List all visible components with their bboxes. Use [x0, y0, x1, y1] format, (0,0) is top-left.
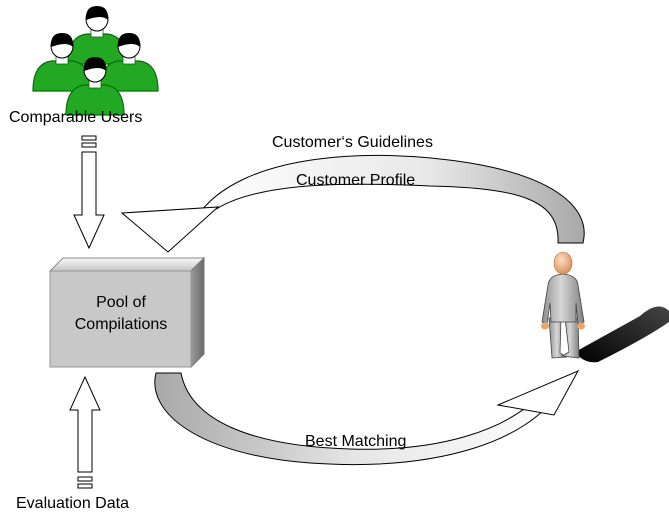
users-to-pool-arrow — [73, 135, 105, 250]
evaluation-data-label: Evaluation Data — [16, 495, 129, 512]
pool-box — [48, 256, 206, 369]
pool-label-line2: Compilations — [74, 316, 168, 333]
evaluation-to-pool-arrow — [69, 375, 101, 489]
pool-of-compilations-label: Pool of Compilations — [56, 292, 186, 336]
best-matching-label: Best Matching — [305, 433, 407, 450]
pool-label-line1: Pool of — [96, 294, 146, 311]
comparable-users-icon — [32, 5, 159, 116]
customer-guidelines-label: Customer‘s Guidelines — [272, 134, 433, 151]
comparable-users-label: Comparable Users — [9, 109, 143, 126]
feedback-curved-arrow — [120, 154, 585, 253]
customer-person-icon — [541, 251, 669, 363]
best-matching-curved-arrow — [154, 369, 580, 466]
customer-profile-label: Customer Profile — [296, 172, 416, 189]
